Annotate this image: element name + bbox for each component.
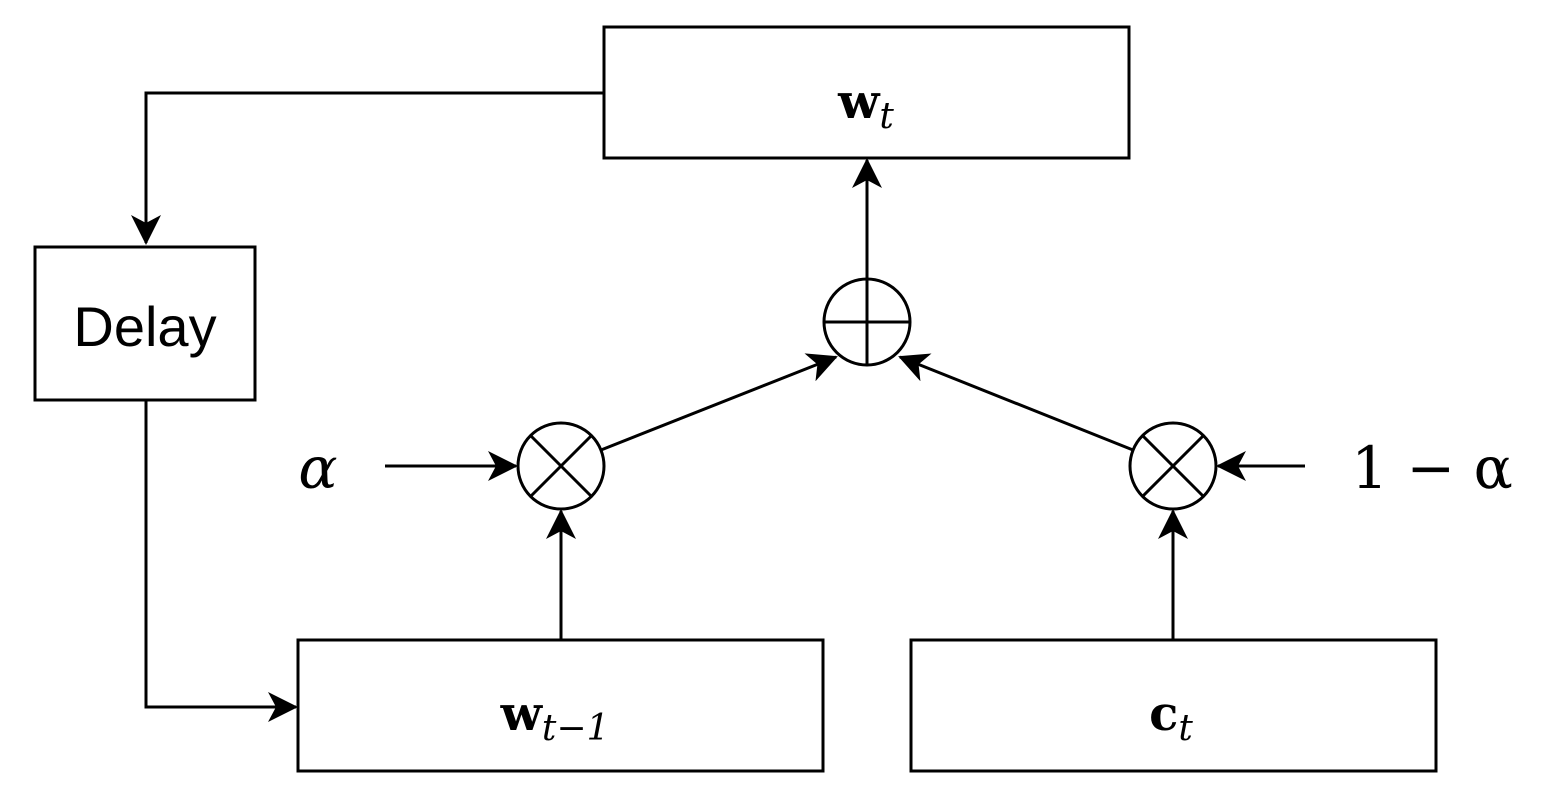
- wt-to-delay-arrow: [131, 91, 604, 245]
- multiply-operator-left: [516, 421, 606, 511]
- one-minus-alpha-label: 1 − α: [1351, 434, 1513, 502]
- wt-minus-1-base: w: [500, 686, 544, 742]
- wt-minus-1-sub: t−1: [542, 708, 610, 749]
- mult-right-to-sum-arrow: [898, 353, 1134, 452]
- ct-base: c: [1149, 686, 1178, 742]
- multiply-operator-right: [1128, 421, 1218, 511]
- wt-box: wt: [602, 25, 1131, 160]
- mult-left-to-sum-arrow: [600, 353, 838, 452]
- sum-operator: [822, 277, 912, 367]
- delay-box: Delay: [33, 245, 257, 402]
- svg-text:wt: wt: [837, 74, 894, 137]
- wt-sub: t: [879, 96, 894, 137]
- svg-text:wt−1: wt−1: [500, 686, 610, 749]
- ct-box: ct: [909, 638, 1438, 773]
- wt-minus-1-box: wt−1: [296, 638, 825, 773]
- alpha-label: α: [298, 434, 337, 502]
- delay-label: Delay: [73, 295, 216, 358]
- ct-sub: t: [1178, 708, 1193, 749]
- svg-text:ct: ct: [1149, 686, 1193, 749]
- delay-to-wt-minus-1-arrow: [144, 400, 298, 722]
- wt-base: w: [837, 74, 881, 130]
